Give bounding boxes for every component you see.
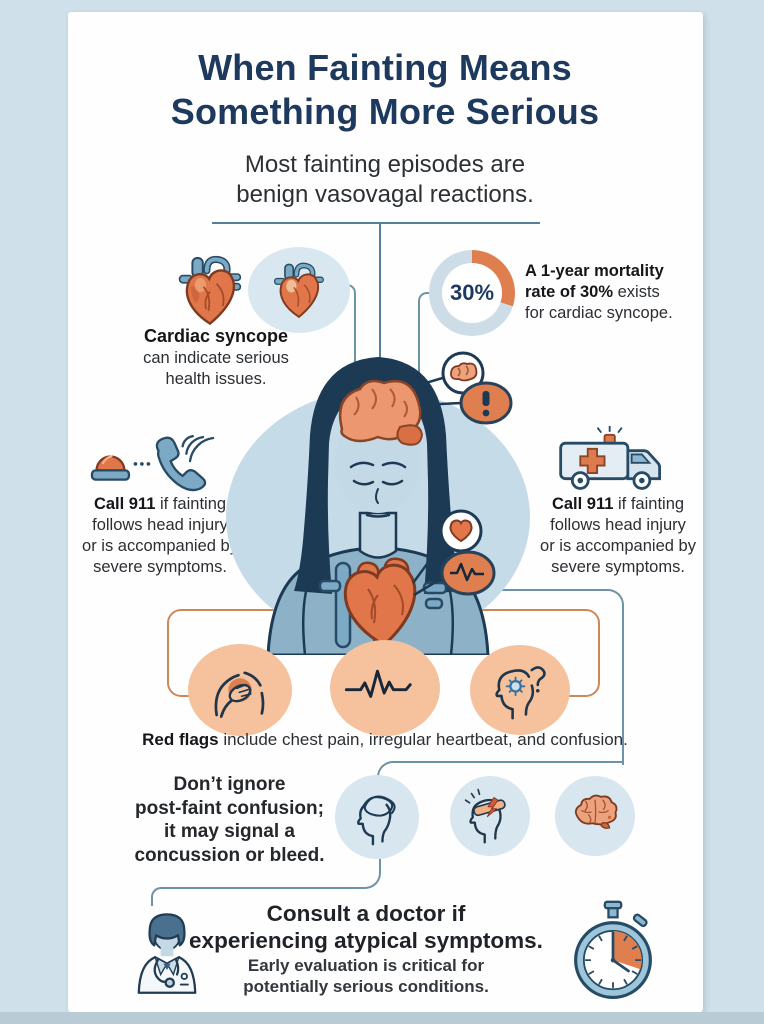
call-911-left-line-4: severe symptoms.	[93, 558, 227, 577]
siren-icon	[90, 455, 131, 481]
cardiac-line-2: can indicate serious	[143, 349, 289, 368]
ambulance-icon	[556, 426, 668, 494]
heart-callout-icon	[439, 509, 483, 553]
dont-ignore-line-4: concussion or bleed.	[134, 844, 325, 866]
mortality-line-2-bold: rate of 30%	[525, 283, 614, 302]
ekg-callout-line	[413, 575, 445, 597]
alert-callout-line	[419, 401, 462, 407]
stopwatch-icon	[566, 900, 660, 1002]
cardiac-line-3: health issues.	[165, 370, 267, 389]
connector-donut-curve	[418, 292, 431, 451]
connector-center-vertical	[379, 222, 381, 364]
ekg-callout-icon	[440, 550, 496, 596]
dont-ignore-line-2: post-faint confusion;	[135, 797, 324, 819]
call-911-right-lead: Call 911	[551, 495, 614, 513]
consult-subtitle: Early evaluation is critical for potenti…	[156, 956, 576, 997]
red-flags-rest: include chest pain, irregular heartbeat,…	[218, 730, 628, 749]
red-flags-lead: Red flags	[142, 730, 219, 749]
ekg-line-icon	[330, 640, 440, 736]
mortality-line-3: for cardiac syncope.	[525, 304, 673, 323]
intro-line-1: Most fainting episodes are	[244, 151, 526, 178]
call-911-left-line-3: or is accompanied by	[82, 537, 238, 556]
call-911-right-line-3: or is accompanied by	[540, 537, 696, 556]
mortality-caption: A 1-year mortality rate of 30% exists fo…	[525, 261, 697, 324]
dizzy-head-icon	[335, 775, 419, 859]
call-911-right-line-1: if fainting	[613, 495, 685, 513]
call-911-left-line-1: if fainting	[155, 495, 227, 513]
fainting-woman-illustration	[208, 345, 548, 655]
connector-flow-a	[500, 589, 624, 765]
call-911-left-lead: Call 911	[93, 495, 156, 513]
brain-callout-line	[411, 375, 447, 389]
call-911-right-line-2: follows head injury	[550, 516, 686, 535]
title-line-2: Something More Serious	[170, 90, 600, 132]
intro-text: Most fainting episodes are benign vasova…	[135, 150, 635, 210]
call-911-left-line-2: follows head injury	[92, 516, 228, 535]
cardiac-syncope-caption: Cardiac syncope can indicate serious hea…	[110, 325, 322, 390]
bottom-edge-strip	[0, 1012, 764, 1024]
heart-callout-line	[411, 540, 446, 584]
dont-ignore-line-3: it may signal a	[164, 821, 295, 843]
consult-title-line-1: Consult a doctor if	[266, 901, 466, 926]
figure-head	[294, 357, 462, 594]
consult-title-line-2: experiencing atypical symptoms.	[189, 928, 543, 953]
signal-waves-icon	[181, 435, 215, 463]
emergency-call-icon	[84, 426, 215, 500]
chest-pain-icon	[188, 644, 292, 736]
doctor-icon	[126, 902, 208, 996]
connector-divider	[212, 222, 540, 224]
connector-flow-d	[151, 887, 167, 906]
heart-in-oval-icon	[248, 247, 350, 333]
anatomical-heart-icon	[170, 248, 250, 332]
dont-ignore-line-1: Don’t ignore	[173, 774, 286, 795]
call-911-right-caption: Call 911 if fainting follows head injury…	[528, 494, 708, 578]
consult-sub-line-1: Early evaluation is critical for	[247, 956, 485, 975]
cardiac-syncope-lead: Cardiac syncope	[143, 326, 289, 346]
intro-line-2: benign vasovagal reactions.	[236, 181, 534, 208]
title-line-1: When Fainting Means	[198, 47, 572, 88]
call-911-right-line-4: severe symptoms.	[551, 558, 685, 577]
phone-handset-icon	[155, 436, 207, 492]
consult-title: Consult a doctor if experiencing atypica…	[156, 900, 576, 954]
donut-center-label: 30%	[442, 263, 502, 323]
alert-exclamation-icon	[459, 381, 513, 425]
consult-sub-line-2: potentially serious conditions.	[243, 976, 489, 996]
red-flags-caption: Red flags include chest pain, irregular …	[90, 729, 680, 751]
dont-ignore-caption: Don’t ignore post-faint confusion; it ma…	[112, 773, 347, 867]
brain-icon	[555, 776, 635, 856]
page-title: When Fainting Means Something More Serio…	[93, 46, 677, 134]
donut-chart-30-percent: 30%	[429, 250, 515, 336]
call-911-left-caption: Call 911 if fainting follows head injury…	[70, 494, 250, 578]
confusion-head-gear-icon	[470, 645, 570, 735]
mortality-line-1: A 1-year mortality	[525, 262, 664, 280]
mortality-line-2-rest: exists	[613, 283, 660, 302]
head-injury-bolt-icon	[450, 776, 530, 856]
brain-callout-icon	[441, 351, 485, 395]
